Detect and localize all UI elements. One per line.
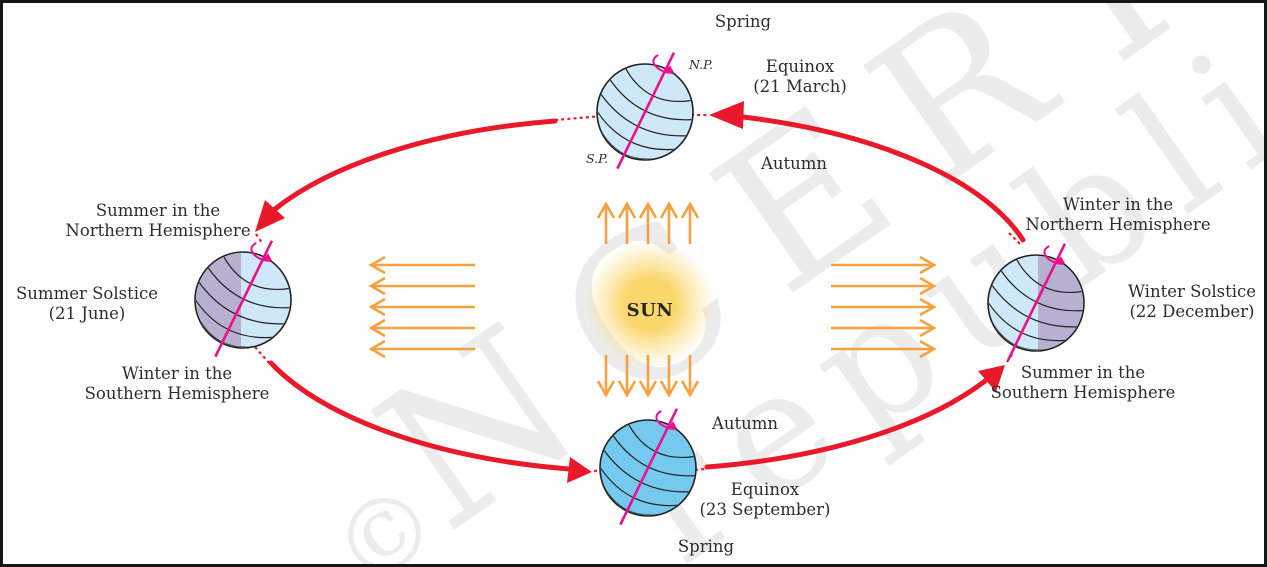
orbit-arc-top-right xyxy=(740,114,1026,243)
sun-rays-right xyxy=(831,255,937,359)
globe-june-solstice xyxy=(194,240,292,358)
label-south-pole: S.P. xyxy=(586,151,608,166)
globe-march-equinox xyxy=(596,52,694,170)
label-sun: SUN xyxy=(626,300,674,321)
orbit-arrowhead-top xyxy=(709,101,744,129)
orbit-arrowhead-right xyxy=(978,365,1005,392)
label-equinox-september: Equinox (23 September) xyxy=(699,480,830,520)
label-autumn-bottom: Autumn xyxy=(711,414,779,433)
label-spring-top: Spring xyxy=(714,12,772,31)
orbit-arc-top-left xyxy=(272,118,558,212)
label-winter-solstice: Winter Solstice (22 December) xyxy=(1128,282,1256,322)
label-winter-southern: Winter in the Southern Hemisphere xyxy=(84,364,270,403)
globe-september-equinox xyxy=(599,408,697,526)
orbit-arc-bottom-left xyxy=(268,360,572,472)
orbit-arrowhead-bottom xyxy=(567,457,592,483)
label-summer-solstice-event: Summer Solstice xyxy=(15,284,159,303)
label-summer-northern: Summer in the Northern Hemisphere xyxy=(65,201,251,240)
sun-glow xyxy=(586,240,714,368)
label-north-pole: N.P. xyxy=(689,57,713,72)
globe-night-shade xyxy=(196,253,241,347)
sun-rays-down xyxy=(596,355,700,398)
label-winter-solstice-date: (22 December) xyxy=(1129,302,1255,321)
label-summer-solstice: Summer Solstice (21 June) xyxy=(16,284,158,324)
sun-rays-up xyxy=(596,201,700,244)
orbit-arc-bottom-right xyxy=(704,378,988,470)
globe-axis xyxy=(214,240,274,358)
label-equinox-march-date: (21 March) xyxy=(753,77,847,96)
orbit-path xyxy=(268,114,1026,472)
orbit-arrowhead-left xyxy=(255,200,285,232)
globe-night-shade xyxy=(1038,256,1083,350)
label-summer-solstice-date: (21 June) xyxy=(48,304,126,323)
orbit-arrowheads xyxy=(255,101,1005,483)
label-equinox-march: Equinox (21 March) xyxy=(753,57,847,97)
globe-axis xyxy=(1007,243,1067,361)
globe-december-solstice xyxy=(987,243,1085,361)
globe-axis xyxy=(619,408,679,526)
diagram-artwork xyxy=(194,52,1085,526)
label-equinox-march-event: Equinox xyxy=(765,57,835,76)
label-equinox-september-date: (23 September) xyxy=(699,500,831,519)
sun-rays xyxy=(368,201,937,398)
label-summer-southern: Summer in the Southern Hemisphere xyxy=(990,363,1176,402)
label-winter-northern: Winter in the Northern Hemisphere xyxy=(1025,195,1211,234)
label-winter-solstice-event: Winter Solstice xyxy=(1128,282,1256,301)
globe-axis xyxy=(616,52,676,170)
label-spring-bottom: Spring xyxy=(677,537,735,556)
sun-rays-left xyxy=(368,255,475,359)
label-autumn-top: Autumn xyxy=(760,154,828,173)
label-equinox-september-event: Equinox xyxy=(730,480,800,499)
